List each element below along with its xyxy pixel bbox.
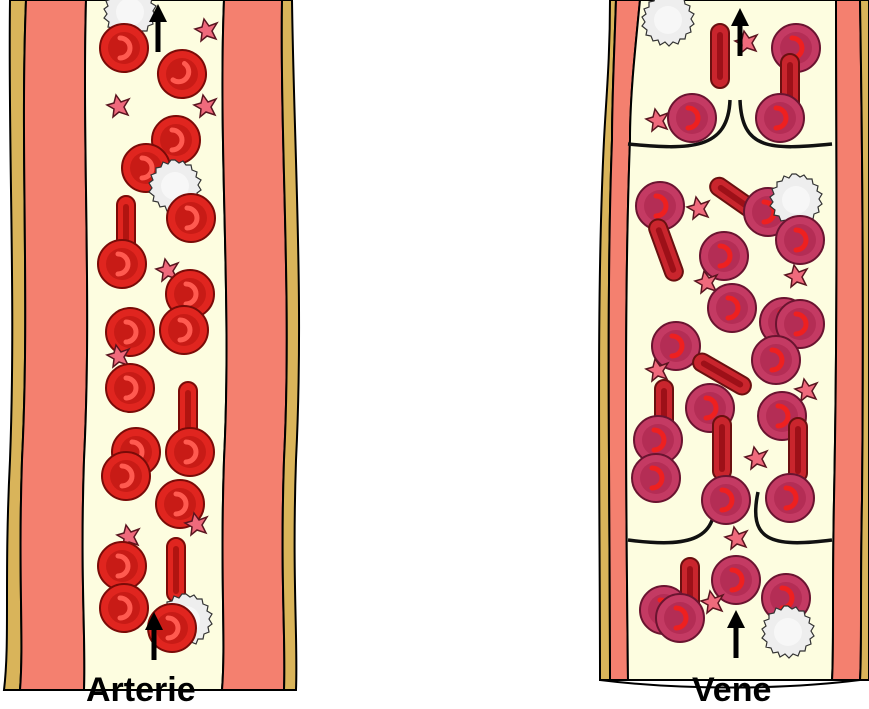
red-blood-cell-icon	[98, 542, 146, 590]
vein-label: Vene	[692, 673, 771, 707]
red-blood-cell-icon	[166, 428, 214, 476]
red-blood-cell-icon	[100, 24, 148, 72]
artery-muscle-wall-right	[222, 0, 287, 690]
red-blood-cell-icon	[167, 194, 215, 242]
red-blood-cell-icon	[776, 216, 824, 264]
red-blood-cell-icon	[752, 336, 800, 384]
vein-muscle-wall-right	[832, 0, 863, 680]
red-blood-cell-icon	[702, 476, 750, 524]
red-blood-cell-icon	[713, 416, 731, 480]
red-blood-cell-icon	[668, 94, 716, 142]
red-blood-cell-icon	[789, 418, 807, 482]
red-blood-cell-icon	[700, 232, 748, 280]
red-blood-cell-icon	[708, 284, 756, 332]
red-blood-cell-icon	[766, 474, 814, 522]
artery	[4, 0, 299, 690]
artery-label: Arterie	[86, 673, 196, 707]
red-blood-cell-icon	[98, 240, 146, 288]
red-blood-cell-icon	[106, 364, 154, 412]
red-blood-cell-icon	[167, 538, 185, 602]
red-blood-cell-icon	[160, 306, 208, 354]
red-blood-cell-icon	[656, 594, 704, 642]
red-blood-cell-icon	[711, 24, 729, 88]
red-blood-cell-icon	[100, 584, 148, 632]
vein	[599, 0, 869, 688]
red-blood-cell-icon	[632, 454, 680, 502]
artery-muscle-wall-left	[20, 0, 87, 690]
red-blood-cell-icon	[102, 452, 150, 500]
red-blood-cell-icon	[756, 94, 804, 142]
